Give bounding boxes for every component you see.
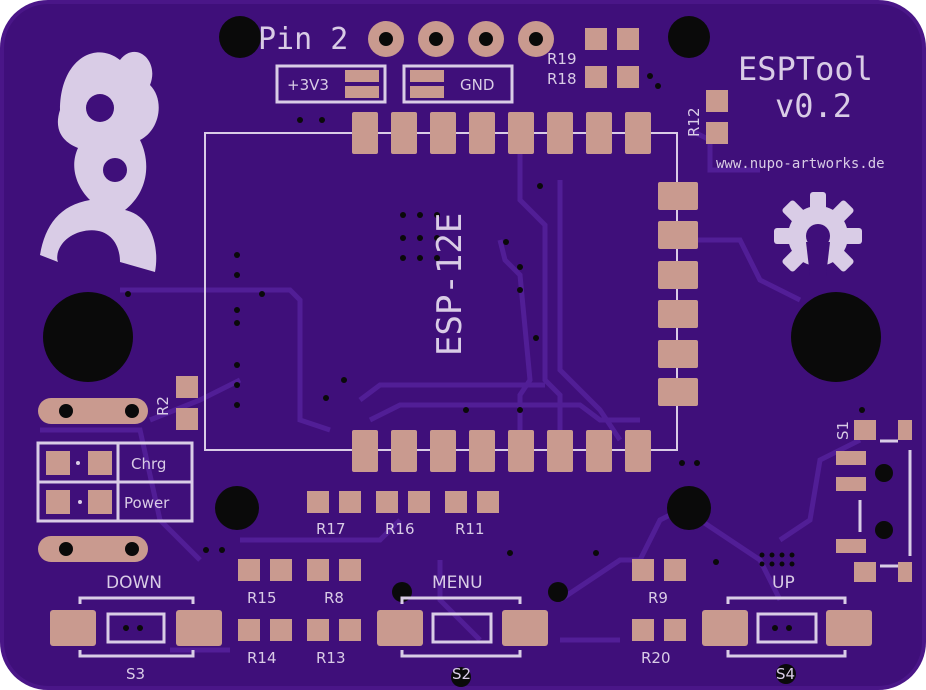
r19-label: R19: [547, 50, 577, 68]
board-version: v0.2: [775, 87, 852, 125]
down-button[interactable]: [50, 596, 222, 658]
r11-label: R11: [455, 520, 485, 538]
r8-label: R8: [324, 589, 344, 607]
up-button[interactable]: [702, 596, 872, 658]
led-indicator-box: [36, 441, 194, 523]
esp-top-pads: [352, 112, 651, 154]
r18-label: R18: [547, 70, 577, 88]
r16-label: R16: [385, 520, 415, 538]
open-hardware-gear-icon: [774, 192, 862, 276]
s2-label: S2: [452, 665, 471, 683]
header-label: Pin 2: [258, 22, 348, 57]
up-button-label: UP: [772, 573, 795, 593]
s1-label: S1: [834, 421, 852, 440]
esp-module-label: ESP-12E: [430, 213, 470, 356]
pin-header: [368, 21, 554, 57]
esp-bottom-pads: [352, 430, 651, 472]
gnd-label: GND: [460, 76, 494, 94]
down-button-label: DOWN: [106, 573, 162, 593]
r2-label: R2: [154, 396, 172, 416]
board-title: ESPTool: [738, 50, 873, 88]
s4-label: S4: [776, 665, 795, 683]
r20-label: R20: [641, 649, 671, 667]
website-label: www.nupo-artworks.de: [716, 156, 885, 172]
plus3v3-label: +3V3: [287, 76, 329, 94]
vias: [123, 73, 865, 631]
r12-label: R12: [685, 107, 703, 137]
power-slide-switch[interactable]: [836, 420, 912, 582]
r17-label: R17: [316, 520, 346, 538]
menu-button[interactable]: [377, 596, 548, 658]
r14-label: R14: [247, 649, 277, 667]
led-charge-label: Chrg: [131, 455, 166, 473]
r15-label: R15: [247, 589, 277, 607]
s3-label: S3: [126, 665, 145, 683]
esp-right-pads: [658, 182, 698, 406]
led-power-label: Power: [124, 494, 170, 512]
r9-label: R9: [648, 589, 668, 607]
nupo-logo-icon: [40, 51, 159, 273]
r13-label: R13: [316, 649, 346, 667]
battery-pads: [38, 398, 148, 562]
menu-button-label: MENU: [432, 573, 483, 593]
mounting-holes: [43, 16, 893, 687]
